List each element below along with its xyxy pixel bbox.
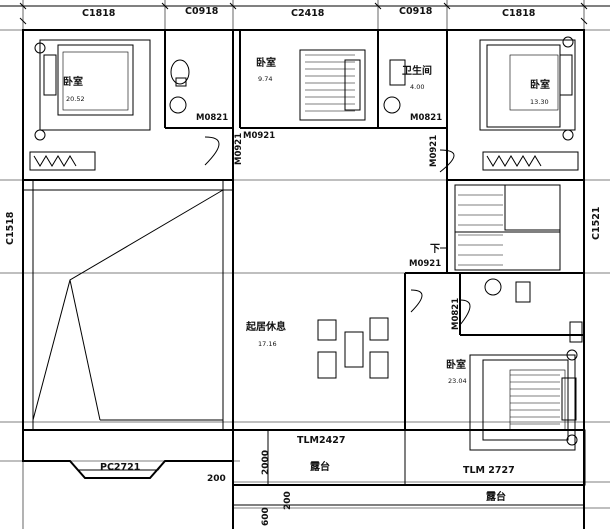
room-bedroom2-area: 9.74: [258, 75, 272, 83]
bed-bottom: [469, 321, 583, 451]
bed-right: [479, 36, 579, 171]
room-bedroom1-area: 20.52: [66, 95, 85, 103]
walls: [22, 29, 585, 431]
dimension-2000: 2000: [261, 450, 271, 475]
room-living-name: 起居休息: [245, 320, 286, 333]
room-bedroom4-name: 卧室: [446, 358, 466, 371]
bay-window: [22, 430, 233, 479]
window-left-side: C1518: [5, 211, 16, 245]
window-top-center: C2418: [291, 8, 325, 19]
room-bedroom2-name: 卧室: [256, 56, 276, 69]
dimension-200b: 200: [283, 491, 293, 510]
door-arcs: [204, 136, 471, 326]
dimension-200: 200: [207, 474, 226, 484]
room-living-area: 17.16: [258, 340, 277, 348]
dimension-ticks: [0, 2, 610, 25]
terrace-bottom: [232, 429, 586, 529]
living-furniture: [317, 317, 389, 379]
door-stair: M0921: [409, 259, 441, 269]
window-bay: PC2721: [100, 462, 140, 473]
room-bathroom-name: 卫生间: [402, 64, 432, 77]
window-top-bath-left: C0918: [185, 6, 219, 17]
stair-down-label: 下: [430, 243, 440, 255]
room-bedroom1-name: 卧室: [63, 75, 83, 88]
window-right-side: C1521: [591, 207, 602, 240]
window-slide-right: TLM 2727: [463, 465, 515, 476]
door-bed3: M0921: [429, 135, 439, 167]
door-bed2-b: M0921: [234, 133, 244, 165]
door-bed2-a: M0921: [243, 131, 275, 141]
room-bedroom3-area: 13.30: [530, 98, 549, 106]
door-bath-left: M0821: [196, 113, 228, 123]
room-bedroom3-name: 卧室: [530, 78, 550, 91]
room-bedroom4-area: 23.04: [448, 377, 467, 385]
door-bath-lower: M0821: [451, 298, 461, 330]
bed-left: [29, 39, 151, 171]
window-top-right: C1818: [502, 8, 536, 19]
window-top-left: C1818: [82, 8, 116, 19]
room-terrace1-name: 露台: [310, 460, 330, 473]
bath-fixtures: [169, 59, 531, 303]
bed-center: [299, 49, 366, 121]
door-bath-right: M0821: [410, 113, 442, 123]
window-top-bath-right: C0918: [399, 6, 433, 17]
terrace-outline: [32, 189, 224, 430]
room-terrace2-name: 露台: [486, 490, 506, 503]
staircase: [440, 184, 561, 271]
dimension-600: 600: [261, 507, 271, 526]
window-slide-left: TLM2427: [297, 435, 345, 446]
room-bathroom-area: 4.00: [410, 83, 424, 91]
